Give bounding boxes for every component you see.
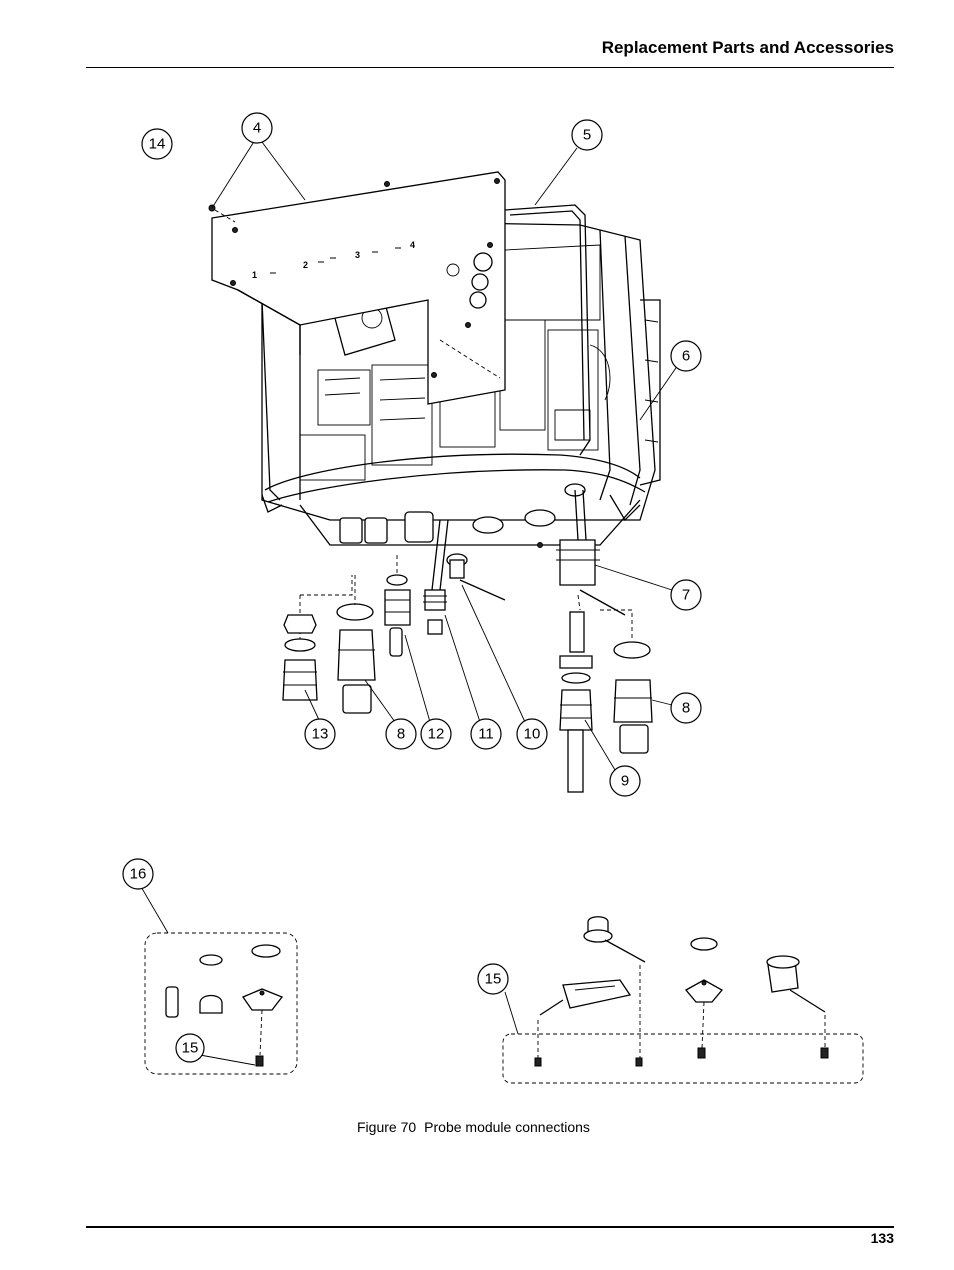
callout-16: 16: [122, 858, 154, 890]
figure-title: Probe module connections: [424, 1119, 590, 1135]
fitting-item-9: [559, 594, 593, 793]
callout-10: 10: [516, 718, 548, 750]
callout-8-right: 8: [670, 692, 702, 724]
fitting-item-13: [282, 575, 353, 701]
kit-item-15-group: [502, 916, 864, 1084]
assembly-line-panel: [439, 339, 501, 379]
callout-9: 9: [609, 765, 641, 797]
kit-item-16: [144, 932, 298, 1075]
leader-lines: [139, 139, 681, 1066]
panel-digit-1: 1: [252, 270, 257, 280]
panel-digit-3: 3: [355, 250, 360, 260]
gasket-item-5: [261, 204, 591, 501]
svg-text:6: 6: [682, 348, 690, 365]
callout-14: 14: [141, 128, 173, 160]
svg-text:16: 16: [130, 866, 147, 883]
svg-text:11: 11: [478, 726, 494, 743]
callout-7: 7: [670, 579, 702, 611]
callout-11: 11: [470, 718, 502, 750]
callout-15-right: 15: [477, 963, 509, 995]
svg-text:9: 9: [621, 773, 629, 790]
svg-text:10: 10: [524, 726, 541, 743]
plug-item-8-left: [336, 575, 376, 714]
svg-text:8: 8: [682, 700, 690, 717]
callout-15-left: 15: [175, 1033, 205, 1063]
footer-rule: [86, 1226, 894, 1228]
callout-4: 4: [241, 112, 273, 144]
header-rule: [86, 67, 894, 68]
svg-text:4: 4: [253, 120, 261, 137]
bottom-fittings: [339, 483, 586, 548]
cable-item-7: [556, 489, 626, 616]
plug-item-8-right: [600, 609, 653, 754]
running-header: Replacement Parts and Accessories: [601, 38, 894, 57]
cable-item-10-11: [423, 519, 506, 635]
page-number: 133: [870, 1230, 894, 1246]
svg-text:5: 5: [583, 127, 591, 144]
callout-12: 12: [420, 718, 452, 750]
svg-text:15: 15: [485, 971, 502, 988]
figure-caption: Figure 70 Probe module connections: [357, 1119, 590, 1135]
svg-text:15: 15: [182, 1040, 199, 1057]
callout-6: 6: [670, 340, 702, 372]
svg-text:14: 14: [149, 136, 166, 153]
svg-text:8: 8: [397, 726, 405, 743]
front-panel-item-4: 1 2 3 4: [211, 171, 506, 405]
callout-8-left: 8: [385, 718, 417, 750]
figure-number: Figure 70: [357, 1119, 417, 1135]
callout-5: 5: [571, 119, 603, 151]
fitting-item-12: [384, 555, 411, 657]
svg-text:13: 13: [312, 726, 329, 743]
panel-digit-4: 4: [410, 240, 415, 250]
panel-digit-2: 2: [303, 260, 308, 270]
svg-text:12: 12: [428, 726, 445, 743]
callout-13: 13: [304, 718, 336, 750]
svg-text:7: 7: [682, 587, 690, 604]
